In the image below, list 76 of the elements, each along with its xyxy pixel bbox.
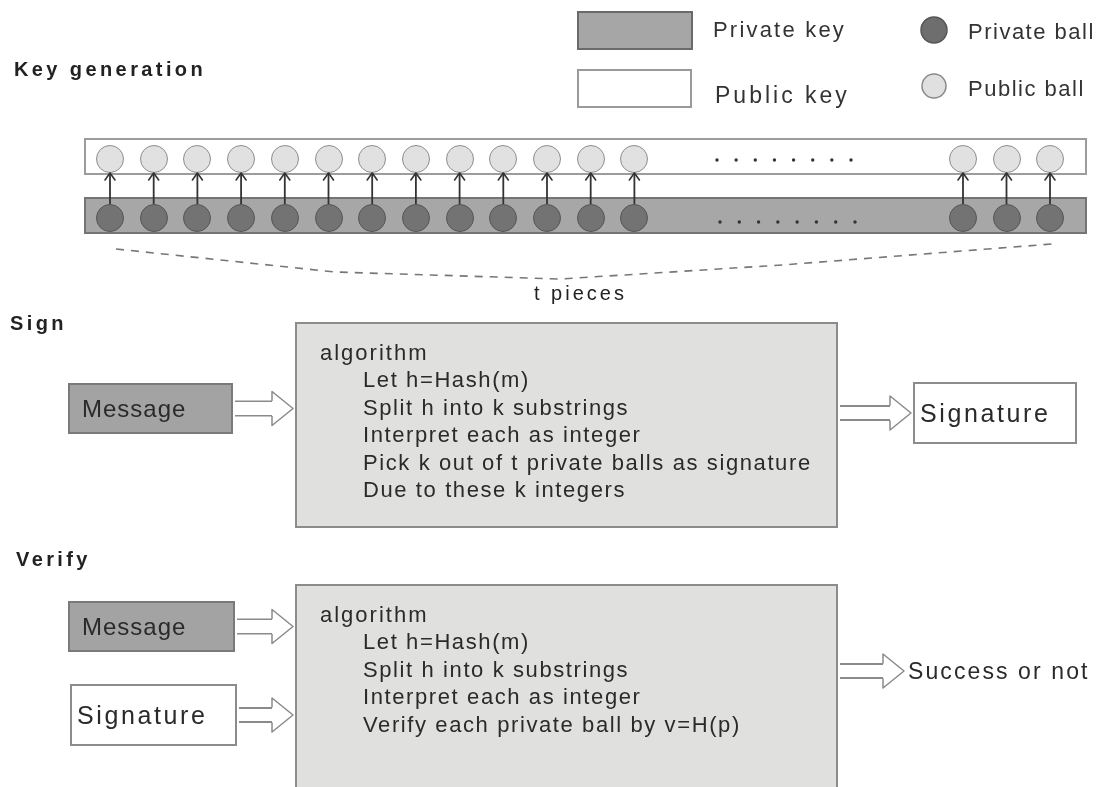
public-key-bar	[84, 138, 1087, 175]
algorithm-step: Interpret each as integer	[363, 683, 642, 711]
private-ball	[445, 204, 474, 232]
public-ball	[227, 145, 256, 173]
arrow	[191, 172, 204, 205]
arrow	[322, 172, 335, 205]
private-ball	[949, 204, 977, 232]
private-ball	[992, 204, 1021, 232]
algorithm-step: Due to these k integers	[363, 476, 627, 504]
public-ball	[620, 145, 649, 173]
public-ball	[489, 145, 518, 173]
arrow	[584, 172, 597, 205]
algorithm-heading: algorithm	[320, 339, 429, 367]
algorithm-box	[295, 584, 838, 787]
legend-label: Public key	[715, 82, 850, 110]
public-ball	[445, 145, 474, 173]
public-ball	[1036, 145, 1064, 173]
public-ball	[139, 145, 168, 173]
private-ball	[227, 204, 256, 232]
arrow	[279, 172, 291, 205]
section-heading: Sign	[10, 311, 67, 335]
arrow	[628, 172, 641, 205]
algorithm-step: Verify each private ball by v=H(p)	[363, 710, 741, 739]
private-ball	[533, 204, 561, 232]
public-ball	[270, 145, 299, 173]
arrow	[497, 172, 510, 205]
message-box: Message	[68, 601, 235, 652]
section-heading: Key generation	[14, 57, 207, 81]
section-heading: Verify	[16, 547, 91, 571]
private-ball	[620, 204, 649, 232]
algorithm-step: Split h into k substrings	[363, 655, 630, 684]
legend-label: Public ball	[968, 75, 1085, 103]
legend-label: Private ball	[968, 18, 1095, 46]
arrow	[1044, 172, 1056, 205]
arrow	[235, 172, 247, 205]
brace-label: t pieces	[534, 281, 627, 305]
private-ball	[96, 204, 124, 232]
arrow	[453, 172, 466, 205]
public-ball	[358, 145, 387, 173]
result-text: Success or not	[906, 654, 1090, 688]
private-ball	[270, 204, 299, 232]
signature-box: Signature	[70, 684, 237, 746]
signature-box: Signature	[913, 382, 1077, 444]
algorithm-box	[295, 322, 838, 528]
algorithm-step: Split h into k substrings	[363, 393, 630, 422]
private-key-bar	[84, 197, 1087, 234]
public-ball	[533, 145, 561, 173]
arrow	[541, 172, 553, 205]
private-ball	[1036, 204, 1064, 232]
public-ball	[314, 145, 343, 173]
algorithm-step: Interpret each as integer	[363, 421, 642, 449]
public-ball	[96, 145, 124, 173]
arrow	[366, 172, 378, 205]
arrow	[410, 172, 422, 205]
public-ball	[401, 145, 430, 173]
arrow	[104, 172, 116, 205]
public-ball	[576, 145, 605, 173]
public-ball	[183, 145, 212, 173]
private-ball	[314, 204, 343, 232]
arrow	[147, 172, 160, 205]
public-ball	[992, 145, 1021, 173]
private-ball	[401, 204, 430, 232]
algorithm-heading: algorithm	[320, 601, 429, 629]
message-box: Message	[68, 383, 233, 434]
arrow	[1000, 172, 1013, 205]
arrow	[957, 172, 969, 205]
algorithm-step: Pick k out of t private balls as signature	[363, 448, 812, 477]
legend-label: Private key	[713, 16, 847, 44]
public-ball	[949, 145, 977, 173]
algorithm-step: Let h=Hash(m)	[363, 366, 530, 394]
private-ball	[576, 204, 605, 232]
private-ball	[183, 204, 212, 232]
private-ball	[489, 204, 518, 232]
private-ball	[358, 204, 387, 232]
private-ball	[139, 204, 168, 232]
algorithm-step: Let h=Hash(m)	[363, 628, 530, 656]
